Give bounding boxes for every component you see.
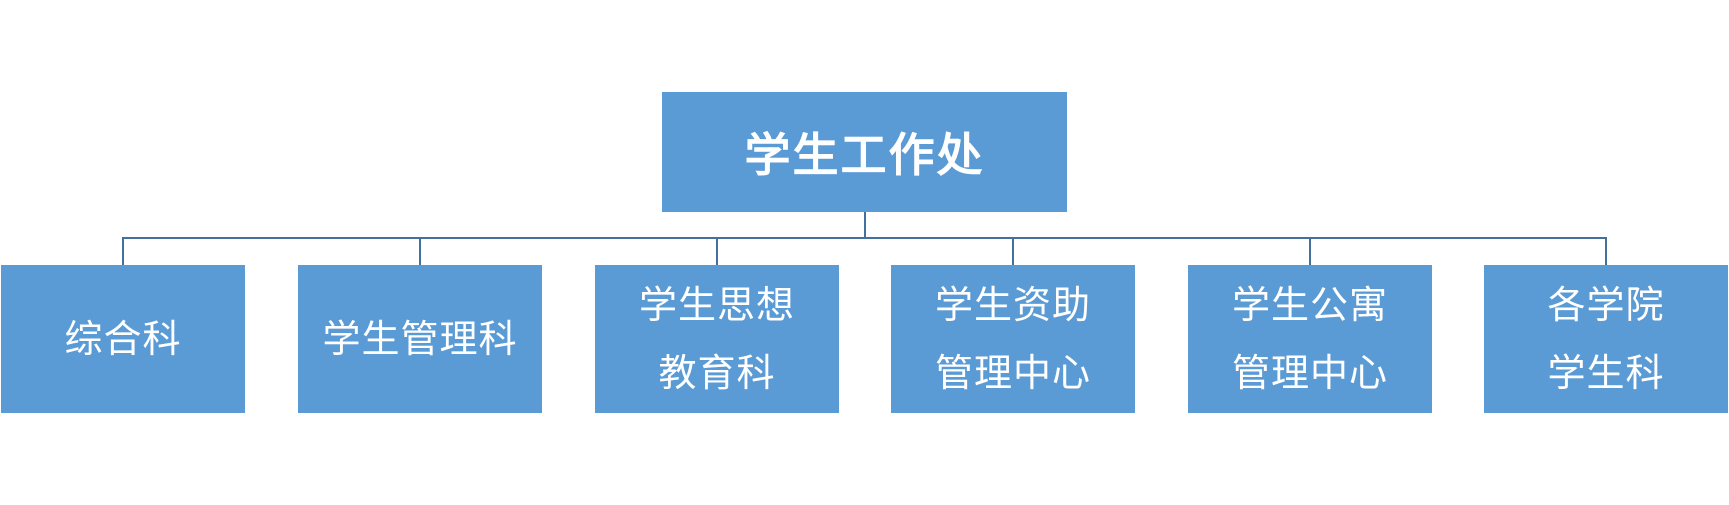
child-node-line: 学生科 <box>1547 351 1665 395</box>
child-node-line: 学生资助 <box>934 283 1091 327</box>
root-node: 学生工作处 <box>662 92 1067 212</box>
root-label: 学生工作处 <box>744 128 985 182</box>
connector-horizontal-bar <box>122 237 1607 239</box>
child-node-general-section: 综合科 <box>1 265 245 413</box>
connector-root-stem <box>864 212 866 239</box>
connector-drop-4 <box>1012 237 1014 265</box>
child-node-college-student-sections: 各学院 学生科 <box>1484 265 1728 413</box>
child-node-line: 学生公寓 <box>1231 283 1388 327</box>
child-node-line: 管理中心 <box>934 351 1091 395</box>
child-node-financial-aid-center: 学生资助 管理中心 <box>891 265 1135 413</box>
connector-drop-2 <box>419 237 421 265</box>
child-node-line: 各学院 <box>1547 283 1665 327</box>
child-node-ideological-education: 学生思想 教育科 <box>595 265 839 413</box>
connector-drop-3 <box>716 237 718 265</box>
connector-drop-6 <box>1605 237 1607 265</box>
child-node-line: 教育科 <box>658 351 776 395</box>
child-node-line: 学生思想 <box>638 283 795 327</box>
child-node-line: 学生管理科 <box>322 317 518 361</box>
child-node-student-management: 学生管理科 <box>298 265 542 413</box>
child-node-line: 综合科 <box>64 317 182 361</box>
connector-drop-1 <box>122 237 124 265</box>
connector-drop-5 <box>1309 237 1311 265</box>
child-node-dormitory-center: 学生公寓 管理中心 <box>1188 265 1432 413</box>
child-node-line: 管理中心 <box>1231 351 1388 395</box>
